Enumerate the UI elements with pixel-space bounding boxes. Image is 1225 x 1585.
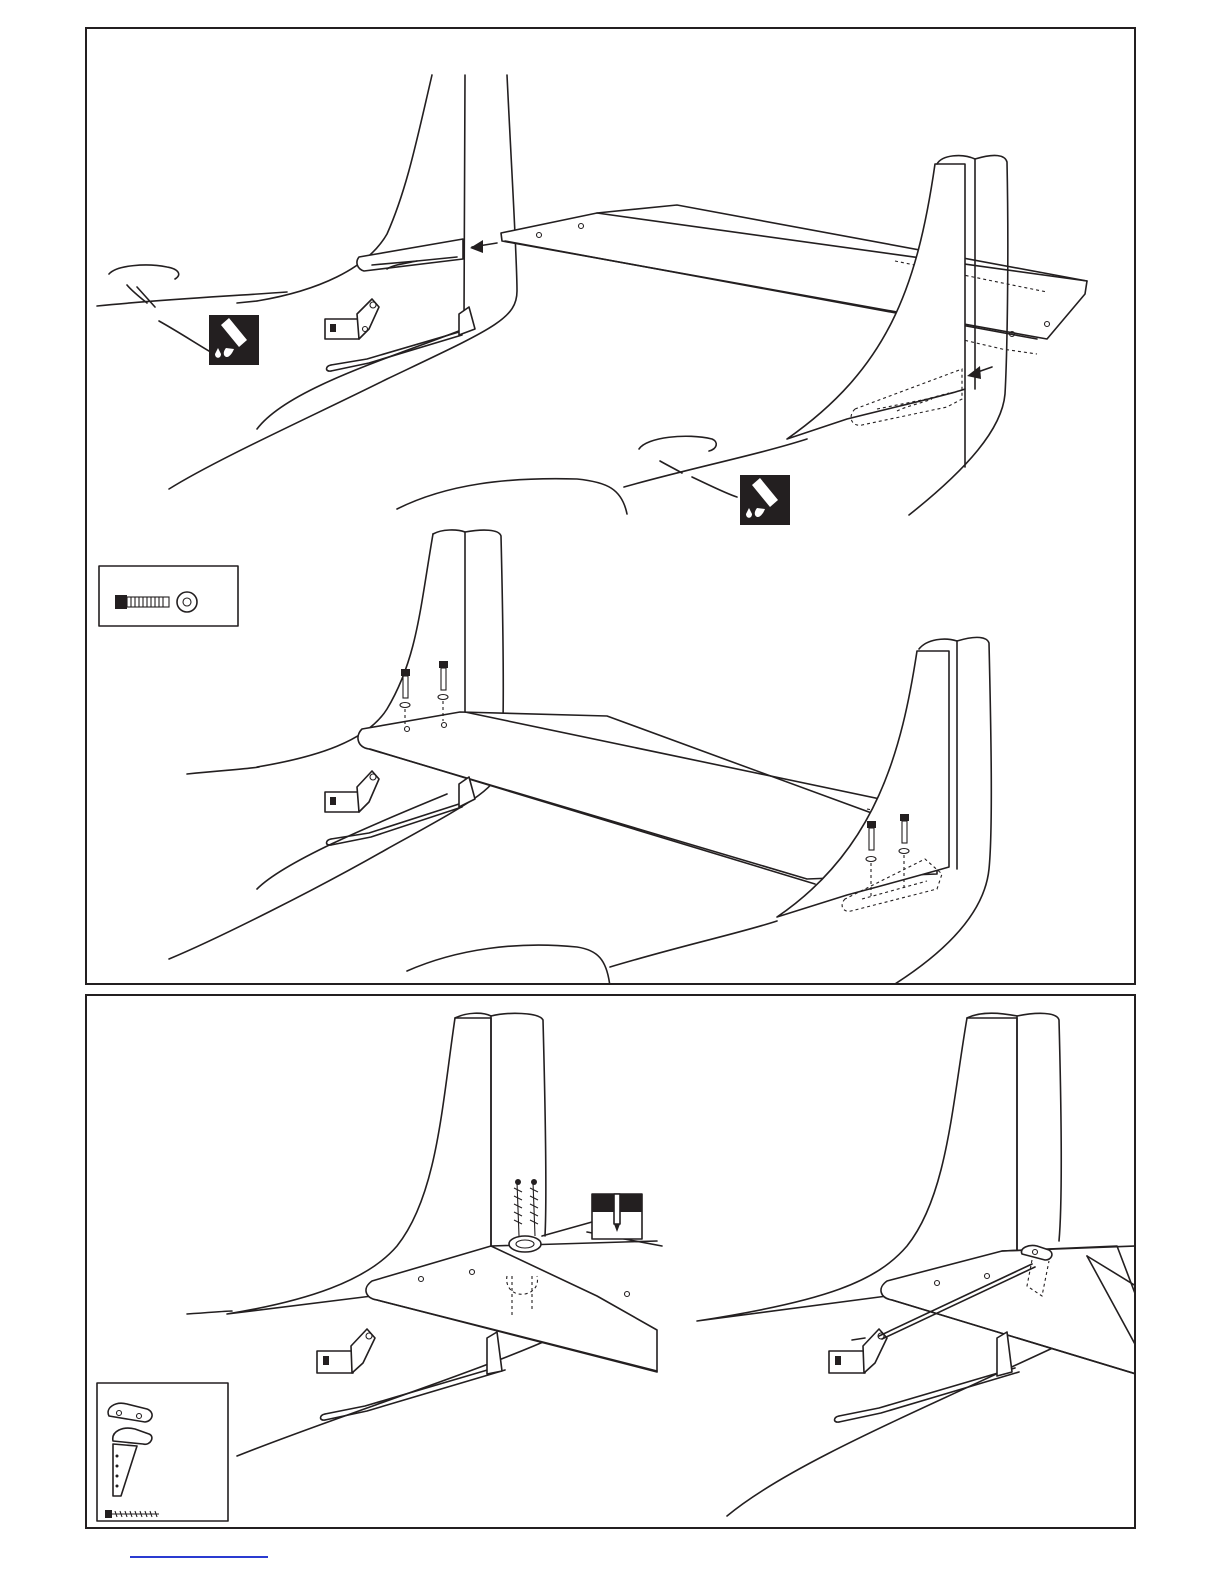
insert-arrow-right	[967, 366, 992, 379]
parts-box-control-horn	[97, 1383, 228, 1521]
thin-ca-glue-icon	[159, 315, 259, 365]
insert-arrow-left	[470, 240, 497, 253]
servo-left-2	[325, 771, 379, 812]
thin-ca-glue-icon	[692, 475, 790, 525]
control-horn-install-illustration	[87, 996, 1136, 1529]
servo-bottom-left	[317, 1329, 375, 1373]
wing-root-right	[639, 436, 716, 473]
pushrod-bottom-left	[321, 1332, 506, 1420]
servo-left-1	[325, 299, 379, 339]
socket-head-bolt-icon	[115, 595, 127, 609]
stabilizer-install-illustration	[87, 29, 1136, 985]
step-panel-control-horn	[85, 994, 1136, 1529]
fuselage-left-bottom	[187, 1013, 557, 1456]
fuselage-left-upper	[97, 75, 517, 489]
horizontal-stabilizer-upper	[501, 205, 1087, 354]
step-panel-stabilizer	[85, 27, 1136, 985]
stab-slot-left	[357, 239, 463, 271]
servo-bottom-right	[829, 1329, 887, 1373]
footer-link-underline[interactable]	[130, 1556, 268, 1558]
parts-box-bolts	[99, 566, 238, 626]
drill-icon	[542, 1194, 642, 1239]
